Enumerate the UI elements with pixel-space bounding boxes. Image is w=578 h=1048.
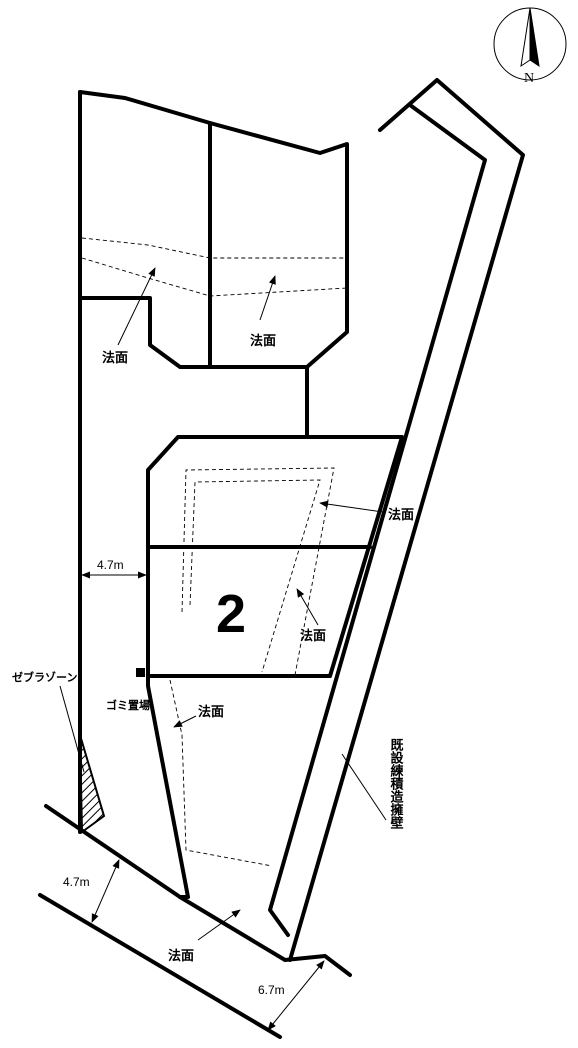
slope-dash-lower-1 [169, 679, 273, 867]
lot-2-boundary [146, 435, 404, 678]
dim-south-road-right [267, 960, 325, 1031]
zebra-zone-leader [59, 685, 85, 773]
slope-arrow-east [319, 500, 384, 513]
dim-south-road-left [91, 859, 120, 923]
slope-arrow-upper-left [117, 267, 156, 346]
north-label: N [524, 71, 534, 86]
dim-label-side-road: 4.7m [97, 558, 124, 572]
slope-label-upper-right: 法面 [250, 333, 276, 348]
north-arrow-shade [529, 7, 540, 68]
lot-number: 2 [216, 584, 246, 644]
south-road-upper-edge [44, 804, 352, 977]
dim-label-south-road-left: 4.7m [63, 875, 90, 889]
garbage-station-label: ゴミ置場 [106, 698, 150, 712]
dim-label-south-road-right: 6.7m [258, 983, 285, 997]
upper-right-plot-boundary [208, 121, 349, 369]
slope-dash-lot2-inner [189, 479, 321, 673]
retaining-wall-leader [341, 753, 387, 821]
upper-left-plot-boundary [78, 90, 212, 369]
slope-label-upper-left: 法面 [102, 350, 128, 365]
lower-plot-boundary [146, 674, 190, 899]
slope-dash-upper-1 [81, 237, 347, 259]
retaining-wall-label: 既設練積造擁壁 [389, 738, 405, 830]
compass: N [493, 7, 567, 86]
south-road-lower-edge [38, 893, 282, 1039]
slope-label-road: 法面 [168, 948, 194, 963]
slope-arrow-lower [173, 715, 197, 728]
slope-label-east: 法面 [388, 507, 414, 522]
garbage-station-marker [136, 668, 145, 677]
slope-dash-upper-2 [81, 257, 348, 297]
slope-label-lot2: 法面 [300, 628, 326, 643]
slope-arrow-upper-right [259, 275, 276, 321]
north-arrow-icon [520, 7, 531, 68]
retaining-wall-inner [268, 103, 487, 937]
zebra-zone-hatch [79, 734, 106, 834]
zebra-zone-label: ゼブラゾーン [12, 670, 77, 684]
slope-arrow-lot2 [296, 588, 319, 626]
slope-arrow-road [197, 909, 241, 941]
slope-dash-lot2-outer [181, 467, 335, 676]
slope-label-lower: 法面 [198, 704, 224, 719]
